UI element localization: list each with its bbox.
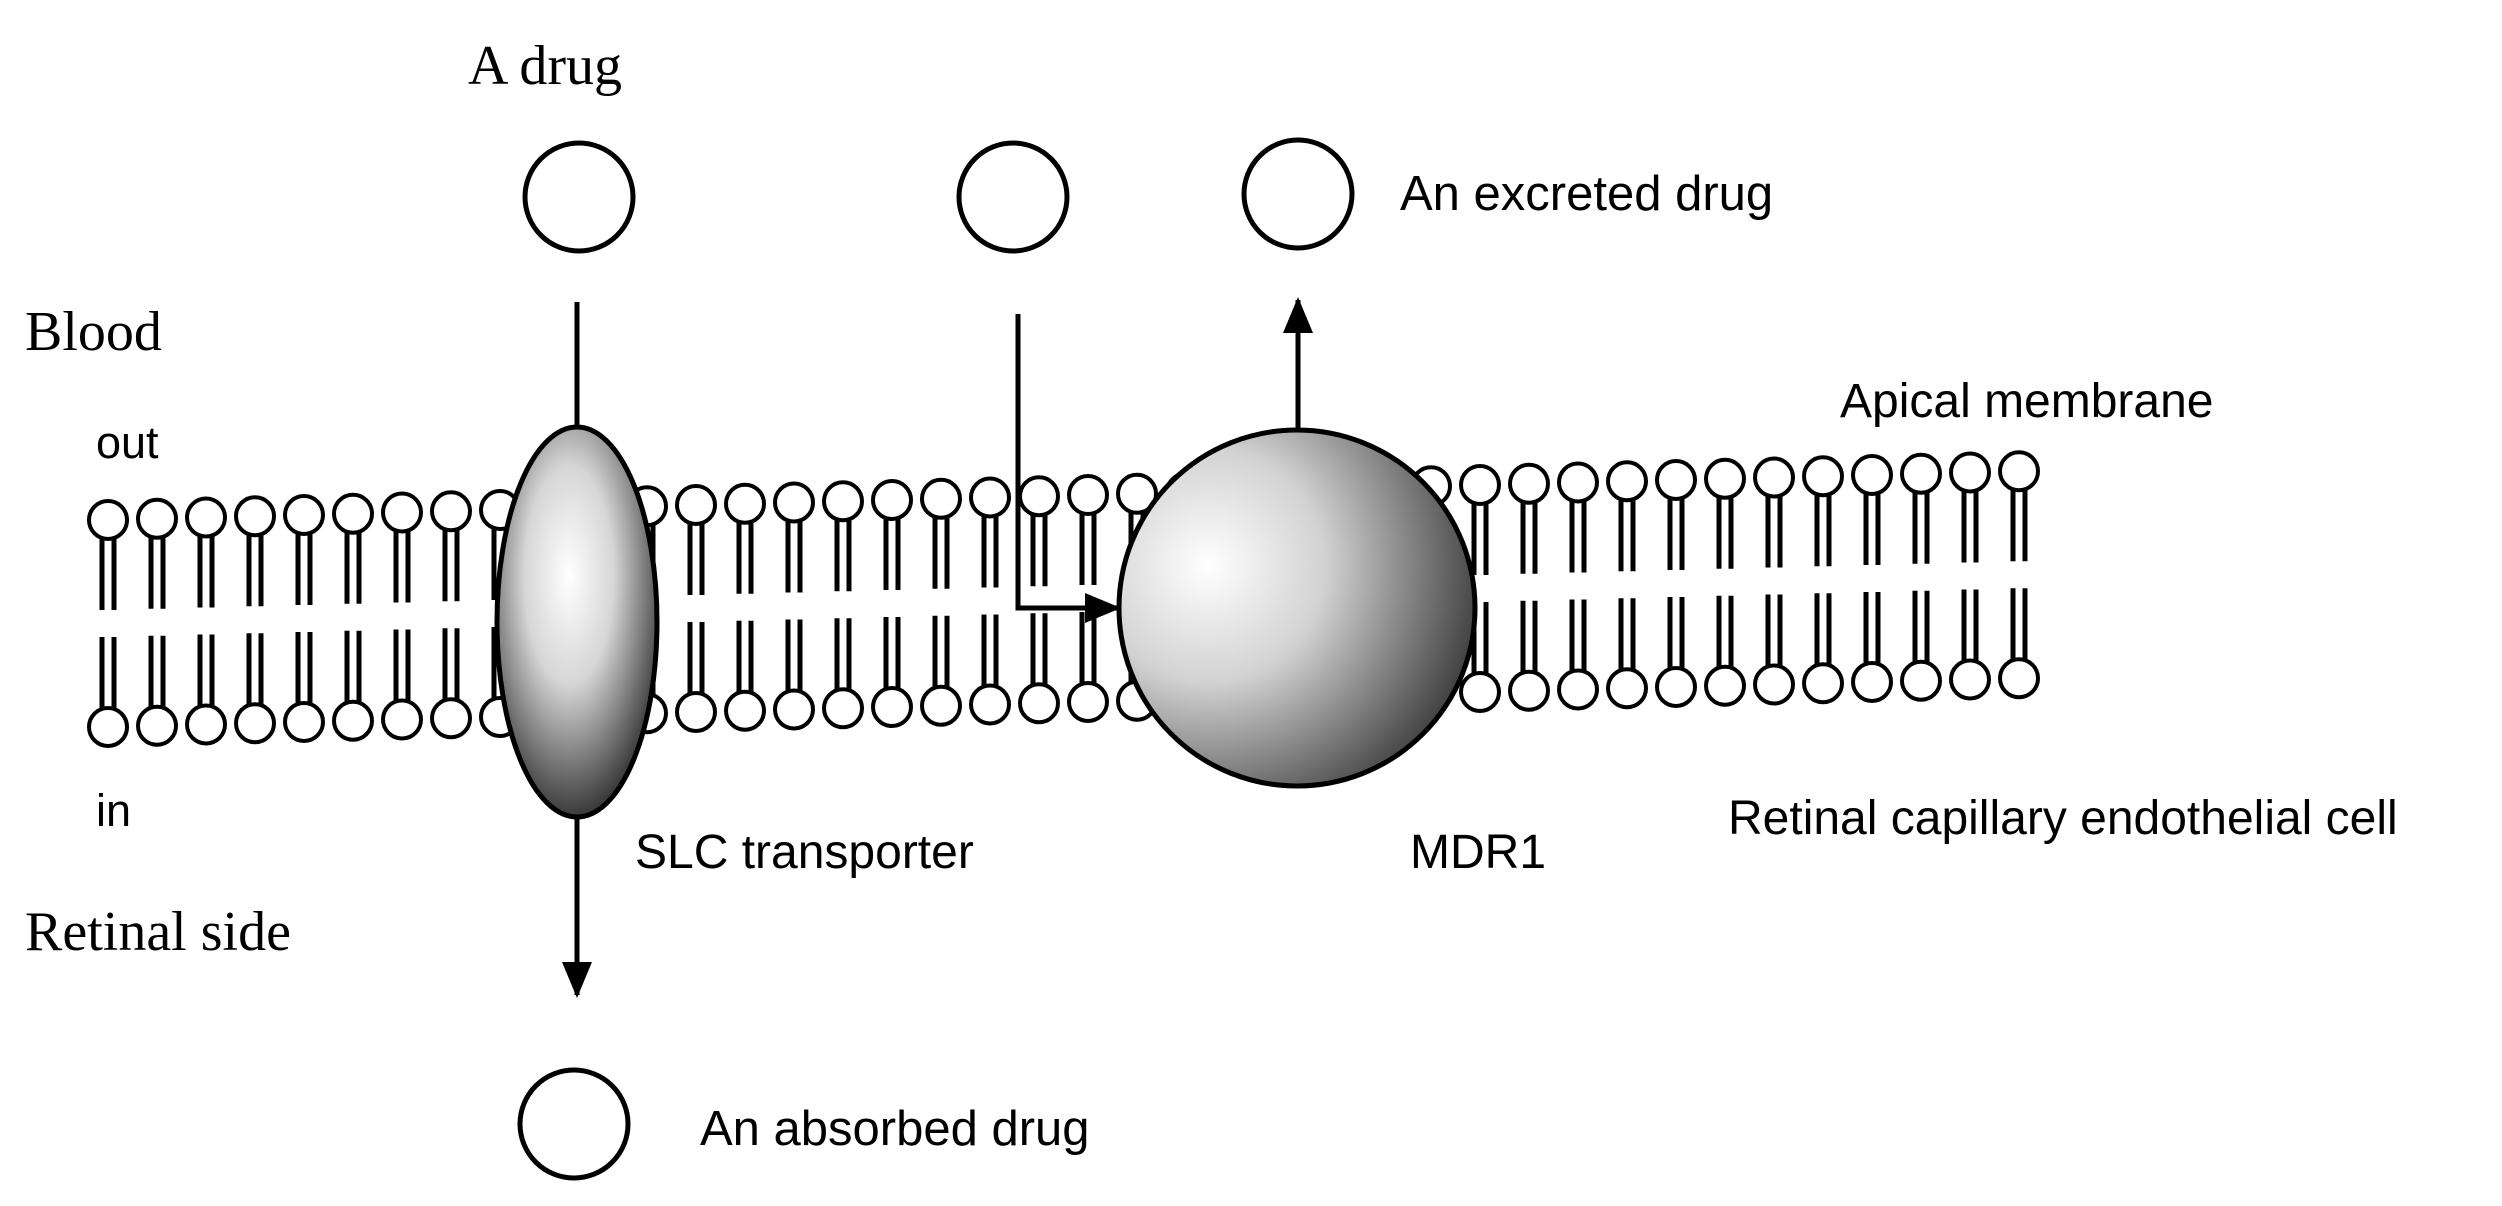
lipid-top [1508, 462, 1550, 574]
lipid-top [136, 497, 178, 609]
lipid-bottom [1067, 612, 1109, 724]
apical-membrane-label: Apical membrane [1840, 375, 2214, 428]
lipid-bottom [1851, 592, 1893, 704]
lipid-top [969, 476, 1011, 588]
lipid-bottom [675, 622, 717, 734]
out-label: out [96, 417, 159, 468]
blood-label: Blood [25, 301, 162, 363]
lipid-bottom [1508, 600, 1550, 712]
lipid-top [1018, 475, 1060, 587]
lipid-top [1851, 454, 1893, 566]
lipid-top [773, 481, 815, 593]
lipid-bottom [871, 617, 913, 729]
slc-transporter-label: SLC transporter [635, 826, 974, 879]
lipid-top [920, 477, 962, 589]
lipid-top [1900, 452, 1942, 564]
lipid-bottom [920, 615, 962, 727]
lipid-bottom [724, 620, 766, 732]
lipid-top [871, 479, 913, 591]
lipid-top [234, 495, 276, 607]
lipid-top [1998, 450, 2040, 562]
lipid-bottom [430, 628, 472, 740]
lipid-top [332, 492, 374, 604]
absorbed-drug-icon [517, 1067, 631, 1181]
lipid-bottom [1998, 588, 2040, 700]
lipid-top [1655, 459, 1697, 571]
lipid-bottom [1704, 595, 1746, 707]
endothelial-cell-label: Retinal capillary endothelial cell [1728, 792, 2398, 845]
lipid-bottom [136, 635, 178, 747]
lipid-top [381, 491, 423, 603]
drug-molecule-icon [522, 140, 636, 254]
lipid-top [430, 490, 472, 602]
lipid-bottom [381, 629, 423, 741]
lipid-bottom [1900, 590, 1942, 702]
lipid-top [1704, 457, 1746, 569]
lipid-bottom [234, 633, 276, 745]
lipid-top [822, 480, 864, 592]
lipid-top [1753, 456, 1795, 568]
lipid-top [1557, 461, 1599, 573]
excreted-drug-label: An excreted drug [1400, 167, 1773, 221]
lipid-top [1802, 455, 1844, 567]
lipid-top [1606, 460, 1648, 572]
in-label: in [96, 785, 131, 836]
slc-transporter-icon [494, 424, 660, 820]
lipid-bottom [1753, 594, 1795, 706]
lipid-bottom [1655, 597, 1697, 709]
lipid-bottom [1949, 589, 1991, 701]
lipid-bottom [1018, 613, 1060, 725]
lipid-top [185, 496, 227, 608]
lipid-bottom [283, 632, 325, 744]
lipid-bottom [332, 630, 374, 742]
drug-to-mdr1-arrow [1015, 314, 1121, 623]
lipid-bottom [1802, 593, 1844, 705]
lipid-bilayer [87, 450, 2040, 748]
mdr1-icon [1116, 427, 1478, 789]
drug-molecule-icon [956, 140, 1070, 254]
excreted-drug-icon [1241, 137, 1355, 251]
lipid-bottom [969, 614, 1011, 726]
lipid-top [1459, 464, 1501, 576]
lipid-top [1949, 451, 1991, 563]
absorbed-drug-label: An absorbed drug [700, 1102, 1090, 1156]
lipid-bottom [773, 619, 815, 731]
lipid-top [675, 484, 717, 596]
lipid-top [1067, 474, 1109, 586]
lipid-bottom [822, 618, 864, 730]
lipid-bottom [185, 634, 227, 746]
lipid-top [283, 494, 325, 606]
drug-label: A drug [468, 35, 622, 97]
lipid-bottom [87, 637, 129, 748]
retinal-side-label: Retinal side [25, 901, 291, 963]
lipid-top [87, 499, 129, 610]
lipid-bottom [1557, 599, 1599, 711]
mdr1-label: MDR1 [1410, 826, 1546, 879]
lipid-top [724, 482, 766, 594]
lipid-bottom [1606, 598, 1648, 710]
